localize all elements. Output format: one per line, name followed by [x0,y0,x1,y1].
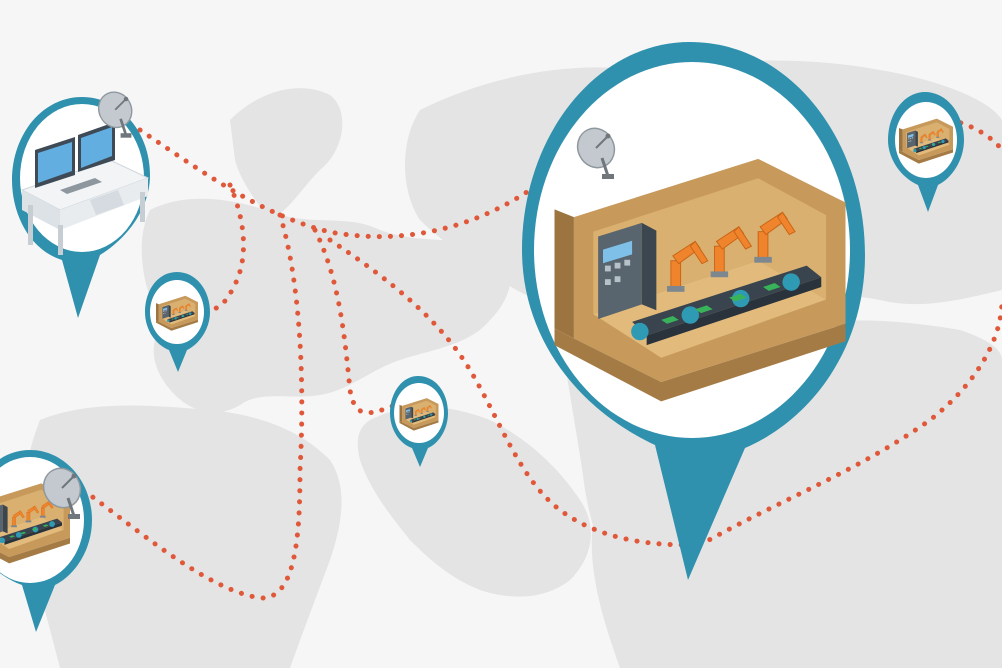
scandinavia-land [230,88,343,220]
europe-land [141,198,511,413]
uk-factory-pin [145,272,210,372]
turkey-factory-pin [390,376,448,467]
east-factory-pin [888,92,964,212]
route-control-to-hub [137,127,593,239]
japan-land [922,356,956,440]
africa-factory-pin [0,450,92,632]
route-control-to-turkey-factory [312,227,398,416]
route-control-to-uk-factory [202,182,247,315]
africa-land [23,405,342,668]
india-land [591,496,704,668]
route-control-to-hub-south [327,237,693,548]
network-routes [87,117,1002,601]
route-east-factory-edge [947,117,1002,153]
control-room-pin [12,85,150,318]
control-room-icon [20,122,150,255]
hub-factory-pin [522,42,865,580]
